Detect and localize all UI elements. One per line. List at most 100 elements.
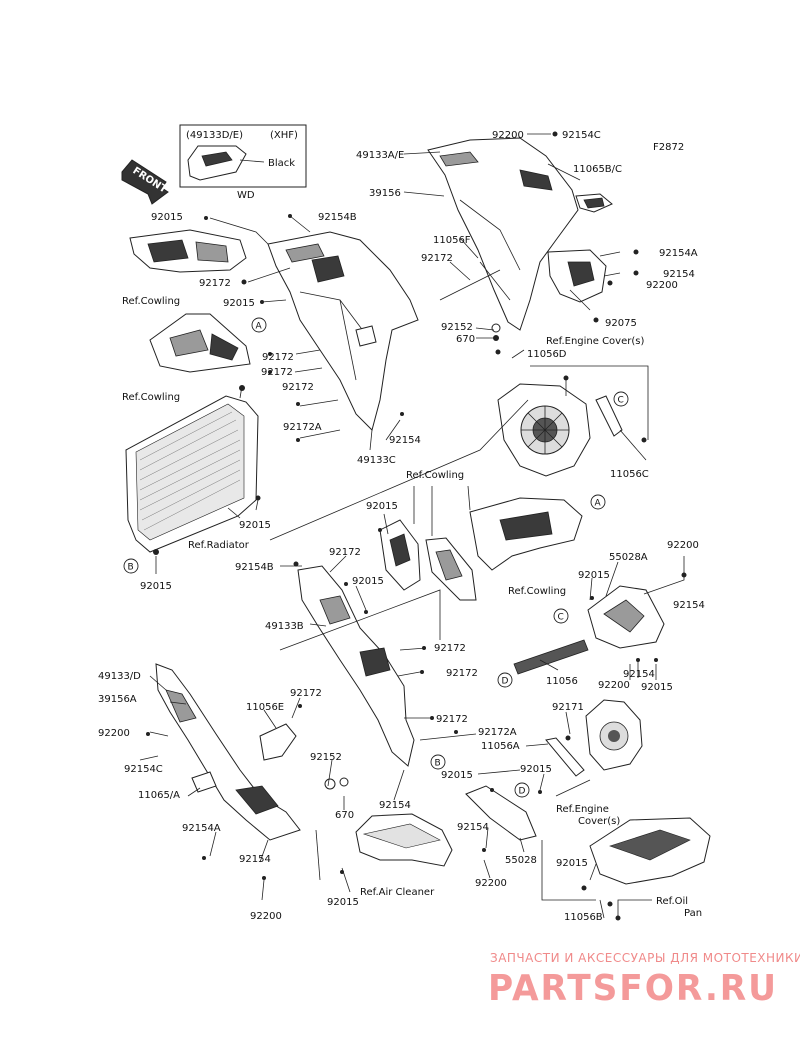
label-ref-engine-covers-a: Ref.Engine Cover(s) <box>546 336 644 347</box>
label-92154-c: 92154 <box>673 600 705 611</box>
label-55028: 55028 <box>505 855 537 866</box>
label-39156A: 39156A <box>98 694 137 705</box>
svg-text:C: C <box>618 396 624 406</box>
label-92172-c: 92172 <box>262 352 294 363</box>
label-39156: 39156 <box>369 188 401 199</box>
label-92154A-b: 92154A <box>182 823 221 834</box>
lower-cowl-49133B <box>297 565 415 767</box>
duct-left-lower <box>149 313 251 373</box>
label-92154C-b: 92154C <box>124 764 163 775</box>
label-11065BC: 11065B/C <box>573 164 622 175</box>
label-ref-radiator: Ref.Radiator <box>188 540 250 551</box>
label-ref-cowling-d: Ref.Cowling <box>508 586 566 597</box>
label-49133D: 49133/D <box>98 671 141 682</box>
part-labels: 92200 92154C 49133A/E 11065B/C 39156 920… <box>98 130 705 923</box>
upper-cowl-49133A <box>427 137 579 331</box>
label-ref-cowling-b: Ref.Cowling <box>122 392 180 403</box>
label-11056: 11056 <box>546 676 578 687</box>
label-92200-b: 92200 <box>667 540 699 551</box>
label-92154-g: 92154 <box>239 854 271 865</box>
callout-d-lower: D <box>514 782 530 798</box>
label-92200-d: 92200 <box>98 728 130 739</box>
label-670-b: 670 <box>335 810 354 821</box>
label-92015-h: 92015 <box>641 682 673 693</box>
label-92154C-top: 92154C <box>562 130 601 141</box>
label-11065A: 11065/A <box>138 790 180 801</box>
label-92172-a: 92172 <box>421 253 453 264</box>
callout-b-lower: B <box>430 754 446 770</box>
inset-variant: (XHF) <box>270 130 298 141</box>
label-ref-air-cleaner: Ref.Air Cleaner <box>360 887 435 898</box>
label-92154B-a: 92154B <box>318 212 357 223</box>
label-92154-f: 92154 <box>457 822 489 833</box>
callout-b-left: B <box>123 558 139 574</box>
lower-cover-55028A <box>587 585 665 649</box>
inset-variant-box: (49133D/E) (XHF) Black WD <box>179 124 307 201</box>
label-92152-b: 92152 <box>310 752 342 763</box>
label-92200-f: 92200 <box>250 911 282 922</box>
svg-text:D: D <box>519 787 526 797</box>
label-11056F: 11056F <box>433 235 471 246</box>
label-ref-engine-covers-b2: Cover(s) <box>578 816 620 827</box>
label-92154B-b: 92154B <box>235 562 274 573</box>
engine-cover-lower <box>585 699 643 771</box>
callout-a-upper: A <box>251 317 267 333</box>
label-ref-cowling-c: Ref.Cowling <box>406 470 464 481</box>
label-92172-e: 92172 <box>282 382 314 393</box>
callout-d-mid: D <box>497 672 513 688</box>
label-ref-engine-covers-b1: Ref.Engine <box>556 804 609 815</box>
diagram-code: F2872 <box>653 142 684 153</box>
svg-text:C: C <box>558 613 564 623</box>
label-92172-j: 92172 <box>436 714 468 725</box>
label-92152-a: 92152 <box>441 322 473 333</box>
label-92200-a: 92200 <box>646 280 678 291</box>
label-49133B: 49133B <box>265 621 304 632</box>
label-92200-top: 92200 <box>492 130 524 141</box>
svg-text:A: A <box>256 322 263 332</box>
callout-c-upper: C <box>613 391 629 407</box>
label-92015-k: 92015 <box>556 858 588 869</box>
label-ref-oil-pan-1: Ref.Oil <box>656 896 688 907</box>
leader-lines <box>139 133 685 920</box>
label-92015-f: 92015 <box>352 576 384 587</box>
svg-text:A: A <box>595 499 602 509</box>
label-92015-b: 92015 <box>223 298 255 309</box>
side-panel-11065B <box>575 193 613 213</box>
label-92172-b: 92172 <box>199 278 231 289</box>
lower-cowl-49133D <box>155 663 301 841</box>
inner-cowl-49133C <box>267 231 419 431</box>
label-92154-b: 92154 <box>389 435 421 446</box>
label-92015-g: 92015 <box>578 570 610 581</box>
label-92200-c: 92200 <box>598 680 630 691</box>
label-92154-a: 92154 <box>663 269 695 280</box>
label-92172-h: 92172 <box>446 668 478 679</box>
label-92172-i: 92172 <box>290 688 322 699</box>
label-670-a: 670 <box>456 334 475 345</box>
svg-text:D: D <box>502 677 509 687</box>
svg-text:B: B <box>435 759 441 769</box>
gasket-strip-upper <box>595 395 623 437</box>
mount-11056E <box>259 723 297 761</box>
watermark: ЗАПЧАСТИ И АКСЕССУАРЫ ДЛЯ МОТОТЕХНИКИ PA… <box>488 951 800 1009</box>
label-92172-f: 92172 <box>329 547 361 558</box>
label-92015-l: 92015 <box>327 897 359 908</box>
duct-left-upper <box>129 229 247 273</box>
label-92015-c: 92015 <box>366 501 398 512</box>
engine-cover-upper <box>497 383 591 477</box>
label-ref-cowling-a: Ref.Cowling <box>122 296 180 307</box>
label-92015-e: 92015 <box>140 581 172 592</box>
bracket-55028 <box>465 785 537 841</box>
label-92075: 92075 <box>605 318 637 329</box>
label-92015-i: 92015 <box>441 770 473 781</box>
label-92015-a: 92015 <box>151 212 183 223</box>
inset-color-label: Black <box>268 158 295 169</box>
label-92154-e: 92154 <box>379 800 411 811</box>
side-panel-11065A <box>191 771 217 793</box>
mount-bracket-right <box>547 249 607 303</box>
label-49133AE: 49133A/E <box>356 150 404 161</box>
label-92172A-b: 92172A <box>478 727 517 738</box>
label-92200-e: 92200 <box>475 878 507 889</box>
svg-text:B: B <box>128 563 134 573</box>
label-49133C: 49133C <box>357 455 396 466</box>
